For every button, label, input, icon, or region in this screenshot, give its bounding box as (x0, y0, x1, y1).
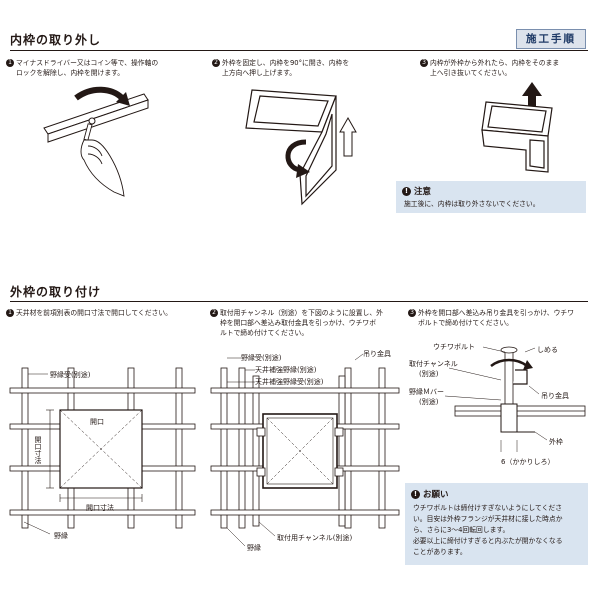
install-step-3-line2: ボルトで締め付けてください。 (418, 319, 513, 327)
step-number: 1 (6, 59, 14, 67)
install-step-3-line1: 外枠を開口部へ差込み吊り金具を引っかけ、ウチワ (418, 309, 574, 317)
label-shimeru: しめる (537, 346, 558, 354)
channels (252, 375, 346, 527)
remove-section-rule (10, 50, 588, 51)
label-tsuri-kanagu: 吊り金具 (541, 391, 569, 400)
label-hokyo-nobuchi-uke: 天井補強野縁受(別途) (255, 377, 324, 386)
ceiling-opening (59, 409, 143, 489)
remove-step-3-line1: 内枠が外枠から外れたら、内枠をそのまま (430, 59, 560, 67)
label-nobuchi-uke: 野縁受(別途) (50, 370, 91, 379)
caution-title-text: 注意 (414, 187, 432, 197)
label-kaiko-sunpo-vertical: 開口寸法 (34, 436, 42, 465)
tighten-arrowhead (523, 360, 533, 370)
label-m-bar: 野縁Ｍバー (409, 387, 444, 396)
step-number: 2 (212, 59, 220, 67)
request-line-5: ことがあります。 (413, 548, 467, 556)
request-box: !お願い ウチワボルトは締付けすぎないようにしてくださ い。目安は外枠フランジが… (405, 483, 588, 565)
hand-with-driver (80, 123, 125, 197)
label-nobuchi: 野縁 (54, 531, 68, 540)
install-step-2-line2: 枠を開口部へ差込み取付金具を引っかけ、ウチワボ (220, 319, 376, 327)
push-arc-arrow (285, 139, 307, 173)
hanging-brackets (256, 427, 344, 477)
inner-frame-open (245, 89, 337, 133)
install-fig-3: ウチワボルト しめる 取付チャンネル (別途) 野縁Ｍバー (別途) 吊り金具 … (409, 343, 586, 466)
outer-frame (262, 413, 338, 489)
rotate-arrowhead (116, 92, 130, 106)
remove-step-2-line2: 上方向へ押し上げます。 (222, 69, 297, 77)
request-line-2: い。目安は外枠フランジが天井材に接した時点か (413, 515, 563, 523)
outer-frame-side (299, 95, 337, 206)
procedure-badge: 施工手順 (516, 29, 586, 49)
label-kaiko: 開口 (90, 418, 104, 426)
frames-pulled (481, 101, 553, 173)
ceiling-board (454, 405, 586, 417)
label-sotowaku: 外枠 (549, 437, 563, 446)
dimension-kakari (500, 440, 518, 452)
request-line-1: ウチワボルトは締付けすぎないようにしてくださ (413, 504, 562, 512)
hanging-bracket (513, 369, 528, 385)
request-line-3: ら、さらに3～4回転回します。 (413, 526, 510, 534)
remove-step-3-illustration (481, 82, 553, 173)
label-channel-b: (別途) (419, 369, 439, 378)
caution-icon: ! (402, 187, 411, 196)
lock-shaft (88, 117, 96, 125)
request-text: ウチワボルトは締付けすぎないようにしてくださ い。目安は外枠フランジが天井材に接… (413, 503, 591, 558)
label-hokyo-nobuchi: 天井補強野縁(別途) (255, 365, 317, 374)
rotate-arrow (74, 86, 125, 101)
label-channel: 取付チャンネル (409, 359, 458, 368)
caution-title: !注意 (402, 185, 431, 197)
label-channel: 取付用チャンネル(別途) (277, 533, 353, 542)
caution-box: !注意 施工後に、内枠は取り外さないでください。 (396, 181, 586, 213)
step-number: 1 (6, 309, 14, 317)
remove-step-1-line2: ロックを解除し、内枠を開けます。 (16, 69, 125, 77)
remove-step-1-illustration (43, 86, 149, 197)
remove-step-2-line1: 外枠を固定し、内枠を90°に開き、内枠を (222, 59, 350, 67)
up-arrow (339, 116, 357, 157)
leader-lines (444, 346, 548, 441)
label-m-bar-b: (別途) (419, 397, 439, 406)
label-nobuchi: 野縁 (247, 543, 261, 552)
step-number: 3 (408, 309, 416, 317)
install-fig-2: 野縁受(別途) 天井補強野縁(別途) 天井補強野縁受(別途) 吊り金具 取付用チ… (210, 349, 400, 552)
tighten-arrow (490, 358, 528, 368)
request-title-text: お願い (423, 490, 449, 500)
request-title: !お願い (411, 488, 449, 500)
request-line-4: 必要以上に締付けすぎると内ぶたが開かなくなる (413, 537, 563, 545)
remove-step-3-line2: 上へ引き抜いてください。 (430, 69, 512, 77)
label-kakari: 6（かかりしろ） (501, 458, 554, 466)
step-number: 2 (210, 309, 218, 317)
remove-section-title: 内枠の取り外し (10, 33, 102, 47)
label-tsuri-kanagu: 吊り金具 (363, 349, 391, 358)
install-step-1-line1: 天井材を前項別表の開口寸法で開口してください。 (16, 309, 172, 317)
install-section-rule (10, 301, 588, 302)
remove-step-1-line1: マイナスドライバー又はコイン等で、操作軸の (16, 59, 159, 67)
request-icon: ! (411, 490, 420, 499)
remove-step-2-illustration (245, 89, 357, 206)
label-kaiko-sunpo-horizontal: 開口寸法 (86, 503, 114, 512)
up-arrow-large (522, 82, 542, 120)
leader-lines (23, 373, 51, 535)
label-nobuchi-uke: 野縁受(別途) (241, 353, 282, 362)
dimension-lines (46, 409, 143, 502)
step-number: 3 (420, 59, 428, 67)
install-section-title: 外枠の取り付け (10, 285, 102, 299)
label-uchiwa-bolt: ウチワボルト (433, 343, 475, 351)
install-fig-1: 野縁受(別途) 開口 開口寸法 開口寸法 野縁 (9, 367, 196, 540)
leader-lines (226, 353, 364, 547)
install-step-2-line1: 取付用チャンネル（別途）を下図のように設置し、外 (220, 309, 383, 317)
caution-text: 施工後に、内枠は取り外さないでください。 (404, 200, 540, 208)
ceiling-joist-receivers (220, 367, 386, 529)
push-arc-arrowhead (296, 164, 310, 178)
frame-edge (43, 93, 149, 143)
outer-frame-section (500, 403, 535, 433)
install-step-2-line3: ルトで締め付けてください。 (220, 329, 309, 337)
